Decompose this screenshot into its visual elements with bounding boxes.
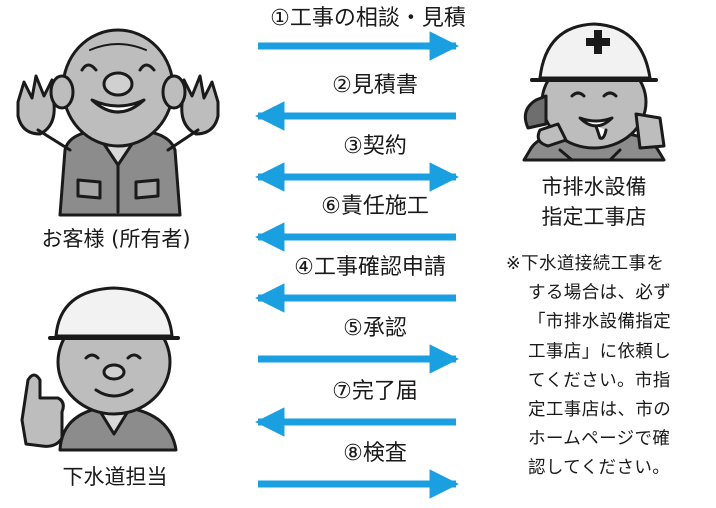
step-3-label: ③契約 (343, 134, 407, 159)
step-6-label: ⑥責任施工 (321, 194, 429, 219)
step-2-label: ②見積書 (332, 73, 418, 98)
note-text: ※下水道接続工事を する場合は、必ず 「市排水設備指定 工事店」に依頼し てくだ… (506, 250, 716, 484)
customer-illustration (16, 28, 220, 217)
note-line: 工事店」に依頼し (528, 341, 672, 362)
note-line: ホームページで確 (528, 429, 671, 450)
note-line: 「市排水設備指定 (528, 312, 672, 333)
sewer-official-illustration (20, 286, 180, 452)
contractor-illustration (522, 22, 666, 162)
customer-label: お客様 (所有者) (41, 227, 191, 251)
contractor-label-line1: 市排水設備 (541, 175, 647, 199)
contractor-label-line2: 指定工事店 (541, 205, 647, 229)
sewer-official-label: 下水道担当 (62, 465, 168, 489)
step-5-label: ⑤承認 (343, 316, 407, 341)
note-line: ※下水道接続工事を (506, 254, 665, 274)
step-8-label: ⑧検査 (343, 441, 407, 466)
step-1-label: ①工事の相談・見積 (270, 6, 466, 31)
step-7-label: ⑦完了届 (332, 379, 418, 404)
step-4-label: ④工事確認申請 (294, 255, 446, 280)
note-line: 認してください。 (528, 458, 671, 479)
note-line: てください。市指 (528, 370, 671, 391)
arrows-group (255, 31, 459, 499)
note-line: 定工事店は、市の (528, 400, 672, 421)
note-line: する場合は、必ず (528, 283, 672, 304)
